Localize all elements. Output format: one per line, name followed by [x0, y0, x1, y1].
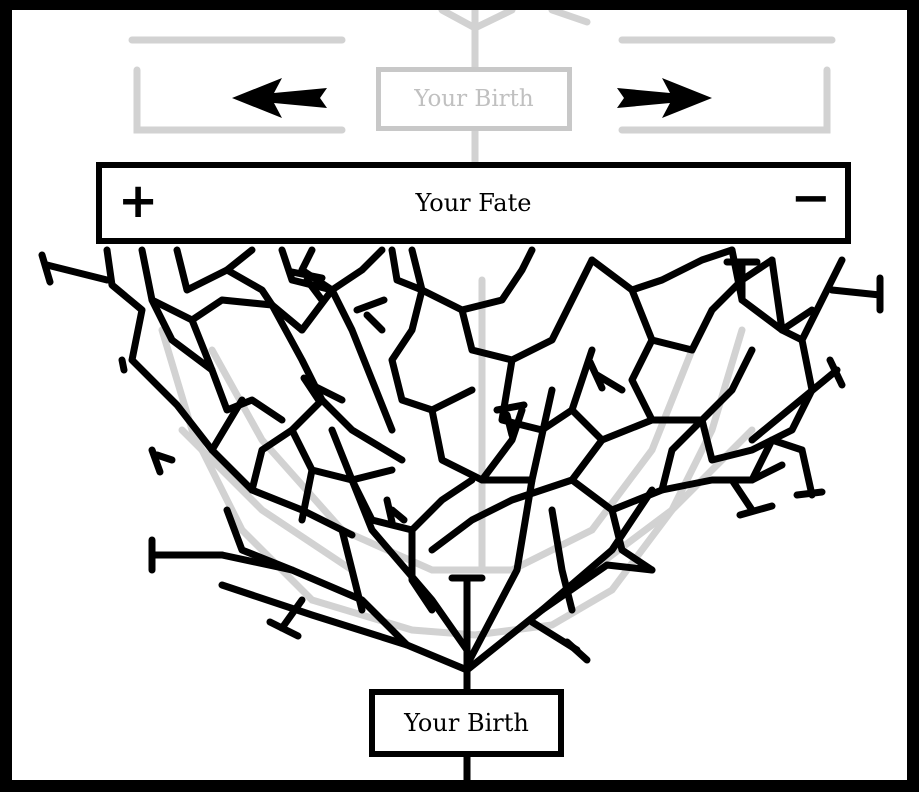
fate-label: Your Fate [415, 189, 532, 217]
minus-icon[interactable]: − [790, 170, 831, 226]
diagram-canvas: Your Birth + Your Fate − Your Birth [12, 10, 907, 780]
plus-icon[interactable]: + [118, 173, 159, 229]
arrow-left-icon[interactable] [232, 78, 327, 118]
ghost-birth-label: Your Birth [414, 86, 534, 112]
ghost-birth-box: Your Birth [376, 67, 572, 131]
arrow-right-icon[interactable] [617, 78, 712, 118]
birth-label: Your Birth [404, 709, 529, 737]
fate-tree [38, 246, 884, 780]
fate-bar: + Your Fate − [96, 162, 851, 244]
birth-box: Your Birth [369, 689, 564, 757]
nav-arrows [232, 78, 712, 118]
